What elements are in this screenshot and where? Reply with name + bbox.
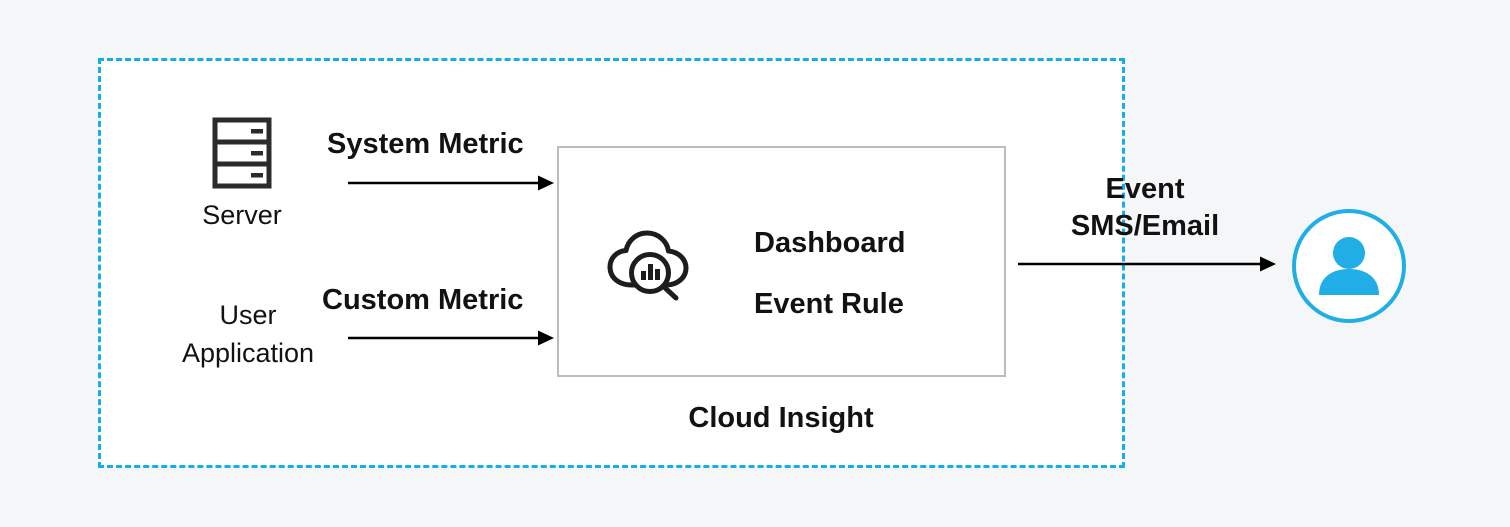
edge-label-system-metric: System Metric [327,128,524,160]
cloud-insight-item-event-rule: Event Rule [754,288,904,320]
arrow-cloud-insight-to-recipient [1018,256,1276,272]
edge-label-sms-email: SMS/Email [1070,210,1220,242]
cloud-insight-caption: Cloud Insight [688,402,874,434]
edge-label-custom-metric: Custom Metric [322,284,524,316]
cloud-insight-item-dashboard: Dashboard [754,227,906,259]
server-label: Server [202,200,282,230]
server-rack-icon [212,117,272,189]
user-application-label-line1: User [219,300,277,330]
user-avatar-icon [1292,209,1406,323]
user-application-label-line2: Application [181,338,315,368]
cloud-analytics-magnifier-icon [607,230,689,301]
arrow-user-application-to-cloud-insight [348,330,554,346]
arrow-server-to-cloud-insight [348,175,554,191]
edge-label-event: Event [1105,173,1185,205]
